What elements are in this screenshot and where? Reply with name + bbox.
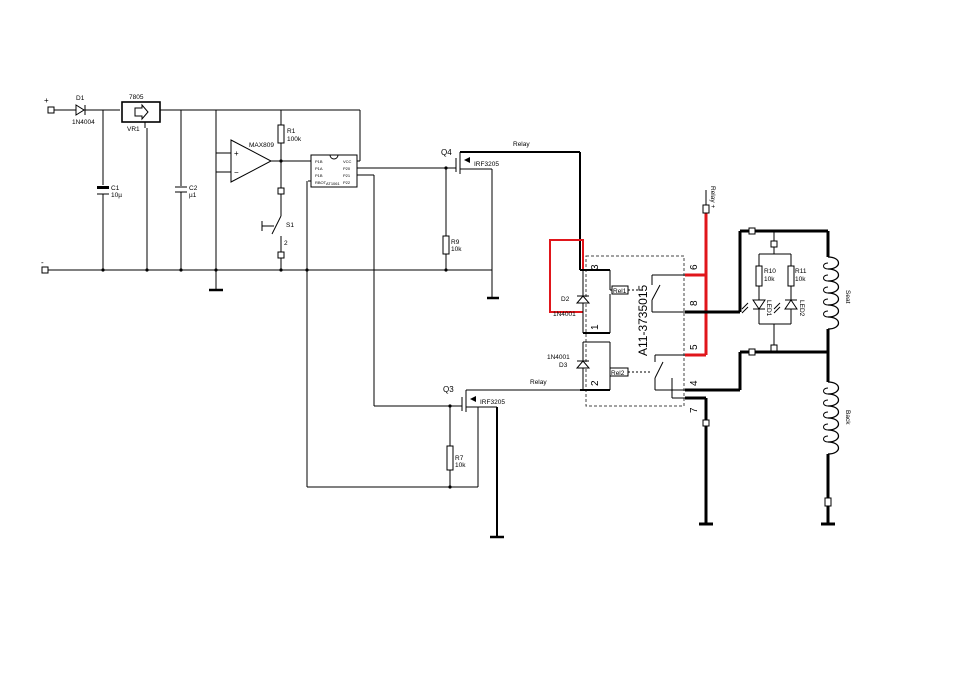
- resistor-r1: [277, 124, 285, 144]
- rel1-label: Rel1: [613, 288, 627, 295]
- s1-ref: S1: [286, 222, 294, 229]
- r7-ref: R7: [455, 455, 464, 462]
- r11-value: 10k: [795, 276, 806, 283]
- relay-pin-6: 6: [689, 264, 700, 270]
- q3-relay-net: Relay: [530, 379, 547, 386]
- back-label: Back: [844, 410, 851, 425]
- ic-pin-r1: VCC: [343, 159, 352, 164]
- relay-part: A11-3735015: [636, 285, 650, 357]
- r9-ref: R9: [451, 239, 460, 246]
- c2-value: µ1: [189, 192, 197, 199]
- opamp-minus: −: [234, 168, 239, 177]
- relay-contact-2: [654, 361, 664, 379]
- r11-ref: R11: [795, 268, 807, 275]
- resistor-r11: [787, 265, 795, 287]
- red-trace-left: [549, 239, 584, 313]
- ic-pin-r4: P22: [343, 180, 351, 185]
- r10-value: 10k: [764, 276, 775, 283]
- seat-label: Seat: [844, 290, 851, 304]
- arrow-right-icon: [134, 103, 149, 121]
- rel2-label: Rel2: [611, 370, 625, 377]
- ic-section: P1B P1A P1B RBOT VCC P20 P21 P22 AT1061: [306, 154, 478, 488]
- ic-pin-l2: P1A: [315, 166, 323, 171]
- d3-value: 1N4001: [547, 354, 570, 361]
- led1-icon: [752, 299, 766, 310]
- opamp-max809: [230, 139, 273, 183]
- q3-value: IRF3205: [480, 399, 505, 406]
- switch-s1: [271, 215, 282, 235]
- resistor-r9: [442, 235, 450, 255]
- relay-pin-8: 8: [689, 300, 700, 306]
- ic-pin-l4: RBOT: [315, 180, 327, 185]
- q3-ref: Q3: [443, 385, 454, 394]
- relay-section: A11-3735015 3 1 2 6 8 5 4 7 Rel1 Rel2 D2…: [547, 186, 740, 526]
- d1-ref: D1: [76, 95, 85, 102]
- r7-value: 10k: [455, 462, 466, 469]
- back-coil: [827, 381, 840, 455]
- seat-coil: [827, 256, 840, 330]
- vr1-value: 7805: [129, 94, 144, 101]
- plus-terminal: [47, 106, 55, 114]
- opamp-ref: MAX809: [249, 142, 274, 149]
- relay-pin-2: 2: [590, 380, 601, 386]
- relay-plus-label: Relay +: [709, 186, 716, 208]
- plus-label: +: [44, 96, 49, 105]
- led2-icon: [784, 299, 798, 310]
- power-section: + D1 1N4004 7805 VR1 C1 10µ C2 µ1 -: [41, 94, 492, 292]
- q4-value: IRF3205: [474, 161, 499, 168]
- s1-pin: 2: [284, 240, 288, 247]
- diode-d1: [75, 104, 85, 116]
- d2-value: 1N4001: [553, 311, 576, 318]
- relay-pin-7: 7: [689, 407, 700, 413]
- d3-ref: D3: [559, 362, 568, 369]
- d1-value: 1N4004: [72, 119, 95, 126]
- c1-ref: C1: [111, 185, 120, 192]
- r9-value: 10k: [451, 246, 462, 253]
- ic-pin-r2: P20: [343, 166, 351, 171]
- ic-ref: AT1061: [326, 181, 340, 186]
- q3-section: Q3 IRF3205 Relay R7 10k: [443, 379, 580, 539]
- relay-pin-3: 3: [590, 264, 601, 270]
- highlight-loop: [549, 213, 708, 357]
- capacitor-c1-plate: [97, 186, 109, 189]
- ic-pin-l3: P1B: [315, 173, 323, 178]
- relay-contact-1: [651, 284, 661, 301]
- opamp-plus: +: [234, 149, 239, 158]
- motor-section: R10 10k R11 10k LED1 LED2 Seat Back: [738, 227, 851, 526]
- resistor-r10: [755, 265, 763, 287]
- ic-pin-l1: P1B: [315, 159, 323, 164]
- diode-d3: [575, 360, 591, 369]
- vr1-ref: VR1: [127, 126, 140, 133]
- relay-plus-terminal: [702, 204, 710, 214]
- relay-pin-4: 4: [689, 380, 700, 386]
- r10-ref: R10: [764, 268, 776, 275]
- relay-pin-1: 1: [590, 324, 601, 330]
- opamp-section: + − MAX809 R1 100k S1 2: [216, 110, 361, 270]
- resistor-r7: [446, 445, 454, 471]
- d2-ref: D2: [561, 296, 570, 303]
- led1-ref: LED1: [765, 300, 772, 317]
- q4-section: Q4 IRF3205 Relay R9 10k: [441, 141, 581, 300]
- r1-value: 100k: [287, 136, 302, 143]
- relay-pin-5: 5: [689, 344, 700, 350]
- c1-value: 10µ: [111, 192, 122, 199]
- q4-ref: Q4: [441, 148, 452, 157]
- regulator-vr1: [121, 101, 161, 123]
- ic-chip: [310, 154, 358, 188]
- minus-terminal: [41, 266, 49, 274]
- c2-ref: C2: [189, 185, 198, 192]
- relay-dashed-box: [585, 255, 685, 407]
- r1-ref: R1: [287, 128, 296, 135]
- q4-relay-net: Relay: [513, 141, 530, 148]
- minus-label: -: [41, 258, 44, 267]
- diode-d2: [575, 295, 591, 304]
- ic-pin-r3: P21: [343, 173, 351, 178]
- led2-ref: LED2: [798, 300, 805, 317]
